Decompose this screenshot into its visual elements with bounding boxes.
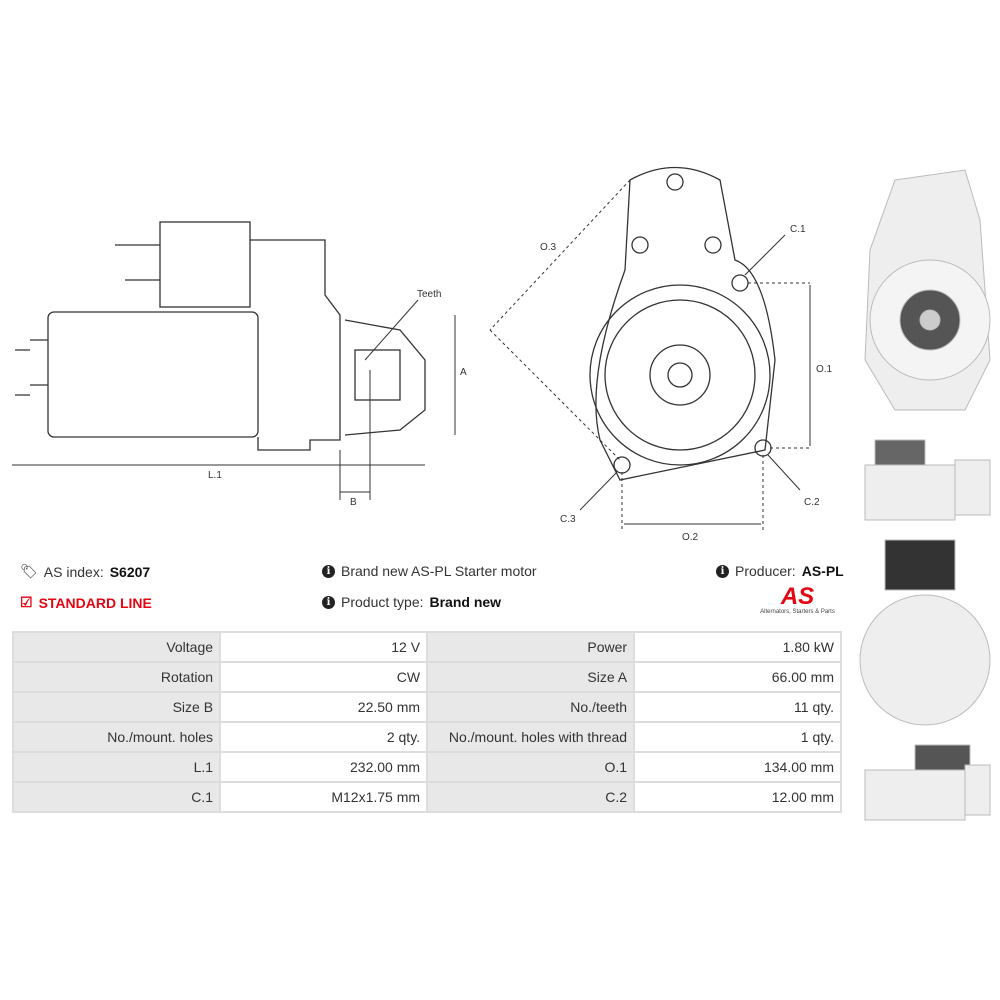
standard-line-label: STANDARD LINE: [38, 594, 152, 611]
spec-value: 232.00 mm: [219, 751, 429, 783]
label-teeth: Teeth: [417, 289, 441, 300]
spec-value: 22.50 mm: [219, 691, 429, 723]
spec-label: C.1: [11, 781, 222, 813]
producer-label: Producer:: [735, 563, 796, 579]
spec-value: 1 qty.: [633, 721, 842, 753]
info-icon: i: [716, 564, 729, 578]
photo-side: [864, 439, 991, 521]
spec-label: Rotation: [11, 661, 222, 693]
as-index-value: S6207: [109, 563, 151, 580]
spec-label: Size B: [11, 691, 222, 723]
product-type: i Product type: Brand new: [322, 594, 501, 610]
as-index: 🏷 AS index: S6207: [20, 563, 150, 580]
spec-value: 134.00 mm: [633, 751, 842, 783]
tag-icon: 🏷: [20, 563, 38, 579]
spec-value: 1.80 kW: [633, 631, 842, 663]
spec-label: Power: [426, 631, 636, 663]
spec-label: Size A: [426, 661, 636, 693]
spec-value: CW: [219, 661, 429, 693]
side-view-diagram: Teeth A L.1 B: [12, 221, 467, 508]
info-icon: i: [322, 595, 335, 609]
label-c2: C.2: [804, 497, 820, 508]
label-c3: C.3: [560, 514, 576, 525]
label-o3: O.3: [540, 242, 557, 253]
spec-label: No./mount. holes with thread: [426, 721, 636, 753]
as-index-label: AS index:: [43, 563, 104, 580]
front-view-diagram: O.3 C.1 O.1 C.2 C.3 O.2: [489, 166, 833, 543]
logo-text: AS: [780, 583, 815, 610]
spec-value: M12x1.75 mm: [219, 781, 429, 813]
product-type-value: Brand new: [429, 594, 502, 610]
spec-label: O.1: [426, 751, 636, 783]
spec-label: No./mount. holes: [11, 721, 222, 753]
spec-value: 11 qty.: [633, 691, 842, 723]
spec-value: 12.00 mm: [633, 781, 842, 813]
spec-value: 12 V: [219, 631, 429, 663]
description-text: Brand new AS-PL Starter motor: [341, 563, 537, 579]
spec-label: No./teeth: [426, 691, 636, 723]
spec-label: L.1: [11, 751, 222, 783]
label-a: A: [460, 367, 467, 378]
product-photos: [859, 169, 991, 821]
label-b: B: [350, 497, 357, 508]
producer-value: AS-PL: [801, 563, 844, 579]
as-logo: AS Alternators, Starters & Parts: [750, 583, 845, 616]
description: i Brand new AS-PL Starter motor: [322, 563, 537, 579]
label-o2: O.2: [682, 532, 699, 543]
spec-value: 2 qty.: [219, 721, 429, 753]
label-o1: O.1: [816, 364, 833, 375]
logo-tagline: Alternators, Starters & Parts: [760, 609, 835, 615]
label-c1: C.1: [790, 224, 806, 235]
photo-side-2: [864, 744, 991, 821]
spec-label: Voltage: [11, 631, 222, 663]
photo-rear: [859, 539, 991, 726]
spec-value: 66.00 mm: [633, 661, 842, 693]
photo-front: [864, 169, 991, 411]
producer: i Producer: AS-PL: [716, 563, 844, 579]
spec-label: C.2: [426, 781, 636, 813]
product-type-label: Product type:: [341, 594, 424, 610]
checkbox-icon: ☑: [20, 594, 33, 610]
info-icon: i: [322, 564, 335, 578]
standard-line: ☑ STANDARD LINE: [20, 594, 152, 611]
label-l1: L.1: [208, 470, 222, 481]
